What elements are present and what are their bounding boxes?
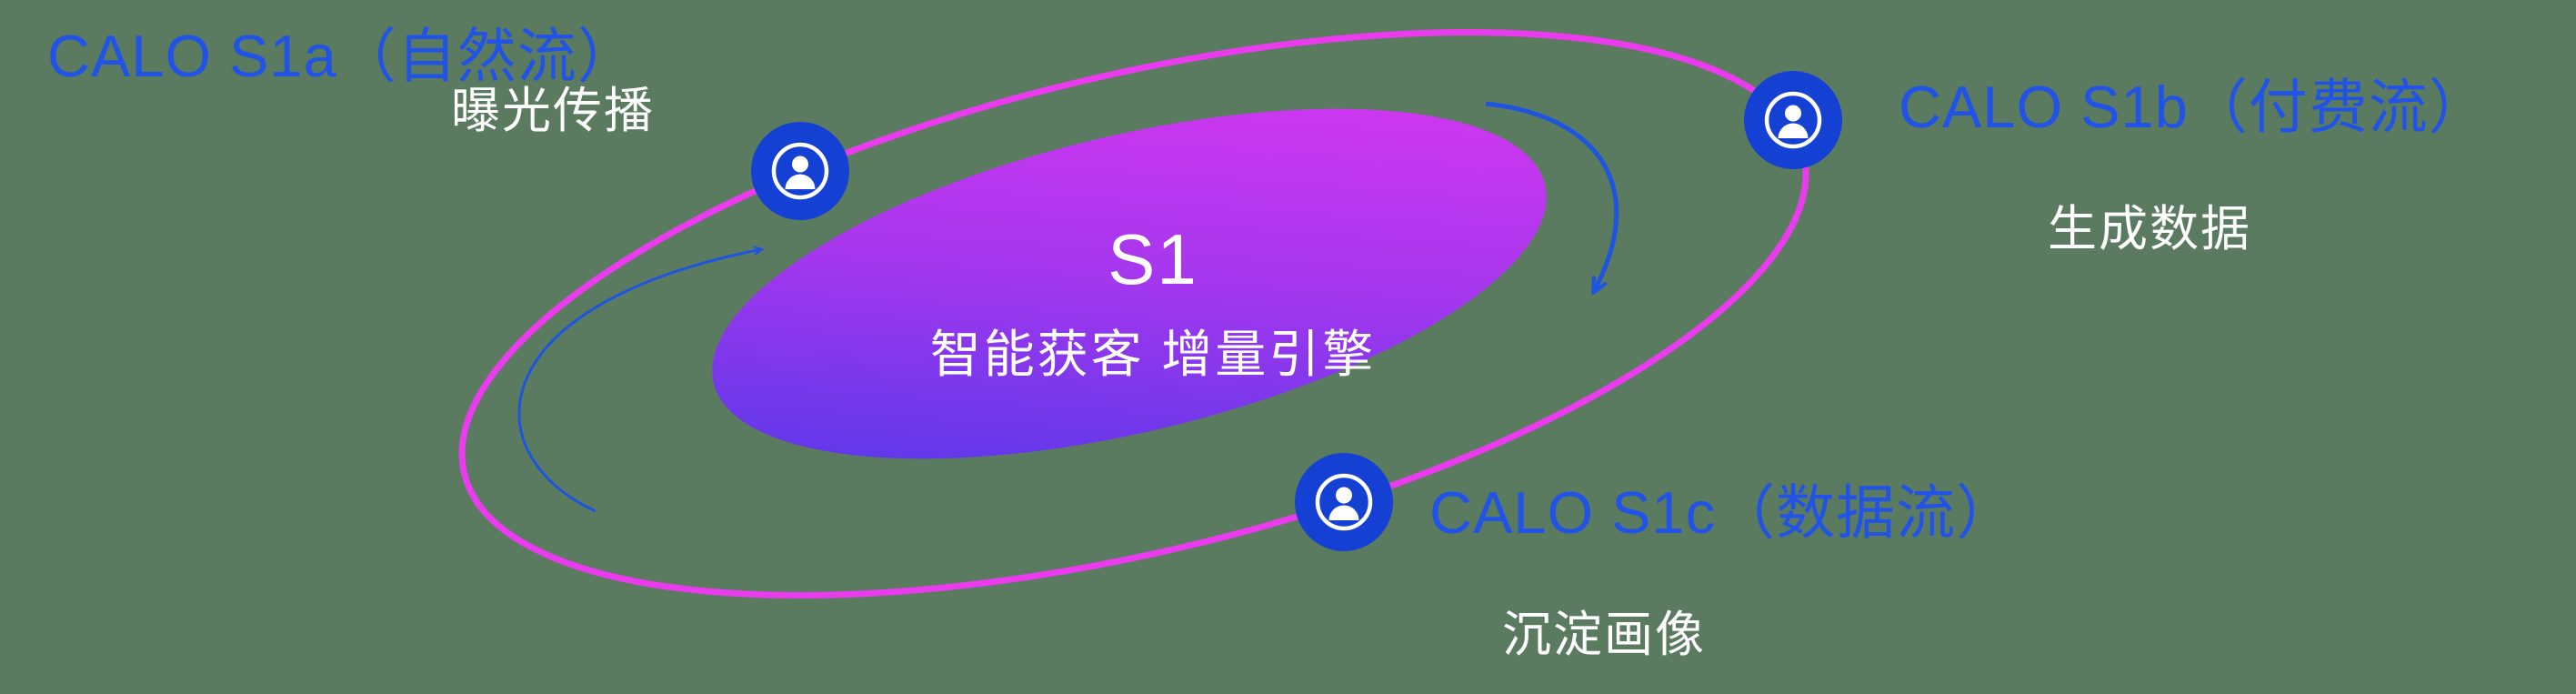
label-s1c-title: CALO S1c（数据流） xyxy=(1429,479,2017,546)
core-title: S1 xyxy=(1108,219,1198,299)
label-s1c-subtitle: 沉淀画像 xyxy=(1502,608,1706,662)
flow-arrow-right xyxy=(1485,101,1619,295)
label-s1b-title: CALO S1b（付费流） xyxy=(1899,74,2489,140)
node-s1b xyxy=(1744,71,1842,169)
core-subtitle: 智能获客 增量引擎 xyxy=(929,326,1377,383)
node-s1a xyxy=(751,122,849,220)
user-circle-icon xyxy=(1295,453,1393,551)
core-ellipse xyxy=(712,108,1547,459)
user-circle-icon xyxy=(751,122,849,220)
core-label: S1 智能获客 增量引擎 xyxy=(930,218,1377,387)
flow-arrow-left xyxy=(517,249,762,513)
label-s1a-subtitle: 曝光传播 xyxy=(451,84,655,138)
label-s1b-subtitle: 生成数据 xyxy=(2048,202,2251,256)
user-circle-icon xyxy=(1744,71,1842,169)
node-s1c xyxy=(1295,453,1393,551)
label-s1a-title: CALO S1a（自然流） xyxy=(47,23,637,89)
